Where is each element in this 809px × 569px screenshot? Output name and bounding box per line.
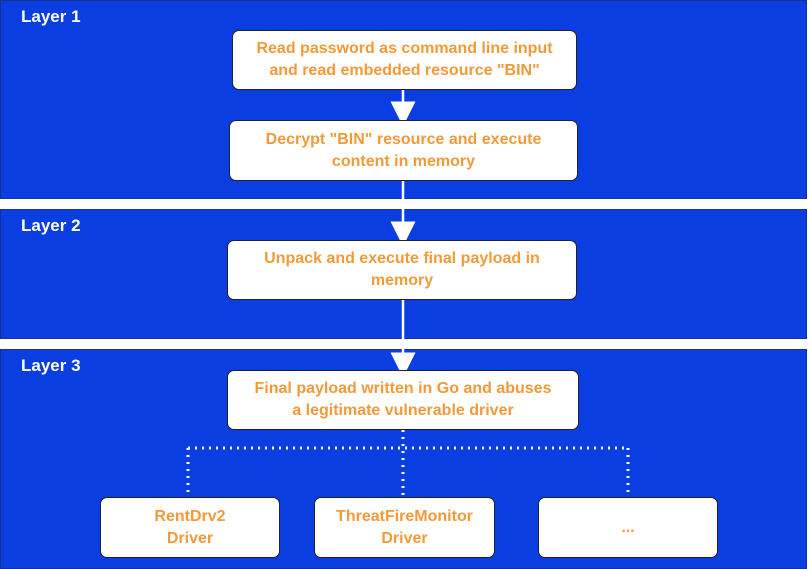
threatfire-monitor-driver-node: ThreatFireMonitor Driver [314, 497, 495, 558]
final-payload-node: Final payload written in Go and abuses a… [227, 370, 579, 430]
rentdrv2-driver-node: RentDrv2 Driver [100, 497, 280, 558]
layer-2-title: Layer 2 [21, 216, 81, 235]
more-drivers-node: ... [538, 497, 718, 558]
decrypt-bin-node: Decrypt "BIN" resource and execute conte… [229, 120, 578, 181]
layer-3-title: Layer 3 [21, 356, 81, 375]
read-password-node: Read password as command line input and … [232, 30, 577, 90]
unpack-execute-node: Unpack and execute final payload in memo… [227, 240, 577, 300]
layer-1-title: Layer 1 [21, 7, 81, 26]
